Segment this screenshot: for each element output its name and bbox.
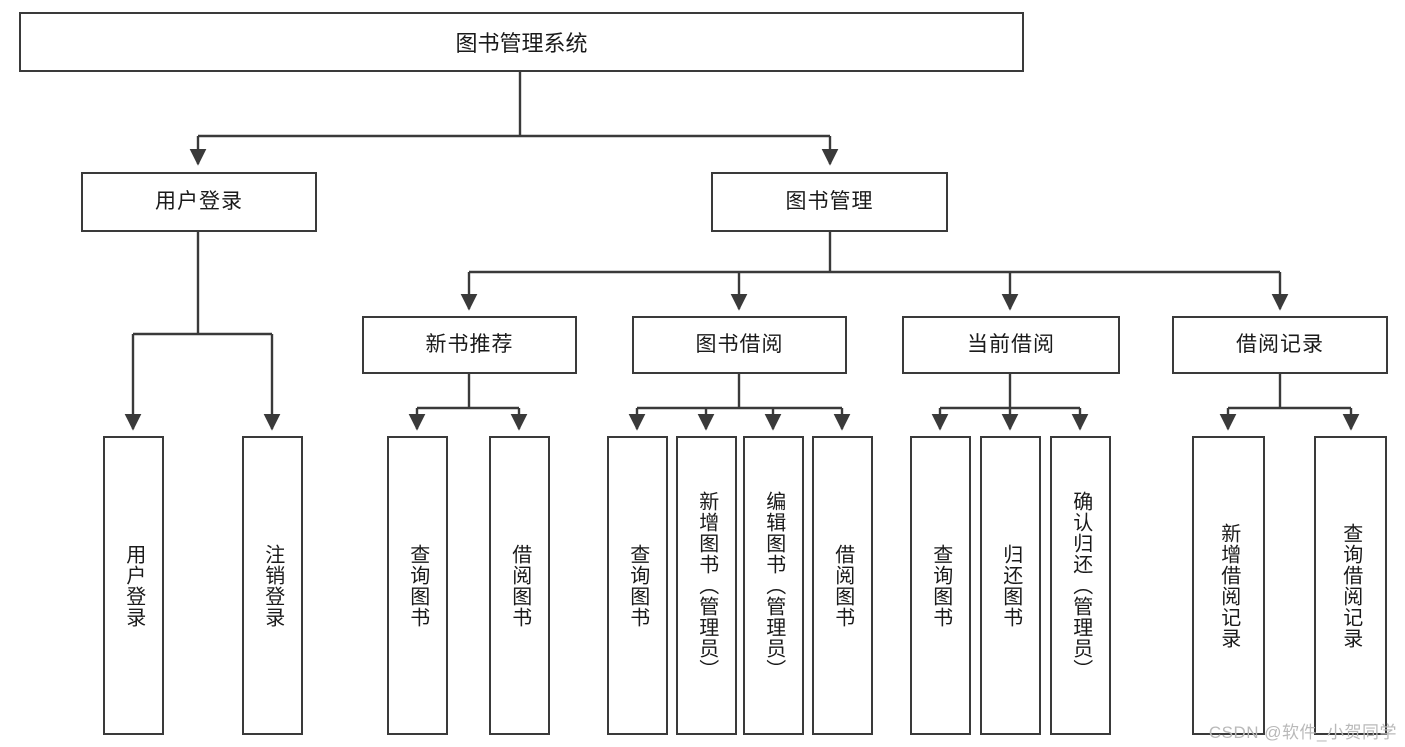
leaf-user-login[interactable]: 用户登录 — [103, 436, 164, 735]
node-borrow-records[interactable]: 借阅记录 — [1172, 316, 1388, 374]
node-label: 图书管理 — [785, 190, 874, 214]
leaf-label: 注销登录 — [261, 543, 284, 628]
leaf-borrow-book[interactable]: 借阅图书 — [812, 436, 873, 735]
leaf-label: 用户登录 — [122, 543, 145, 628]
node-user-login[interactable]: 用户登录 — [81, 172, 317, 232]
leaf-query-book-current[interactable]: 查询图书 — [910, 436, 971, 735]
leaf-label: 查询图书 — [626, 543, 649, 628]
leaf-add-book-admin[interactable]: 新增图书（管理员） — [676, 436, 737, 735]
node-label: 当前借阅 — [967, 333, 1055, 357]
leaf-label: 确认归还（管理员） — [1069, 491, 1092, 680]
leaf-label: 新增借阅记录 — [1217, 522, 1240, 649]
node-label: 用户登录 — [155, 190, 243, 214]
leaf-query-borrow-record[interactable]: 查询借阅记录 — [1314, 436, 1387, 735]
node-new-book-recommend[interactable]: 新书推荐 — [362, 316, 577, 374]
leaf-label: 新增图书（管理员） — [695, 491, 718, 680]
node-label: 新书推荐 — [425, 333, 514, 357]
leaf-label: 查询图书 — [406, 543, 429, 628]
leaf-label: 查询图书 — [929, 543, 952, 628]
leaf-label: 查询借阅记录 — [1339, 522, 1362, 649]
leaf-query-book-recommend[interactable]: 查询图书 — [387, 436, 448, 735]
leaf-label: 借阅图书 — [508, 543, 531, 628]
leaf-label: 编辑图书（管理员） — [762, 491, 785, 680]
node-root-library-system[interactable]: 图书管理系统 — [19, 12, 1024, 72]
leaf-user-logout[interactable]: 注销登录 — [242, 436, 303, 735]
node-book-management[interactable]: 图书管理 — [711, 172, 948, 232]
node-label: 图书借阅 — [695, 333, 784, 357]
leaf-query-book-borrow[interactable]: 查询图书 — [607, 436, 668, 735]
leaf-label: 借阅图书 — [831, 543, 854, 628]
node-label: 借阅记录 — [1236, 333, 1324, 357]
leaf-confirm-return-admin[interactable]: 确认归还（管理员） — [1050, 436, 1111, 735]
leaf-edit-book-admin[interactable]: 编辑图书（管理员） — [743, 436, 804, 735]
leaf-add-borrow-record[interactable]: 新增借阅记录 — [1192, 436, 1265, 735]
node-book-borrow[interactable]: 图书借阅 — [632, 316, 847, 374]
node-label: 图书管理系统 — [455, 31, 588, 56]
leaf-label: 归还图书 — [999, 543, 1022, 628]
watermark: CSDN @软件_小贺同学 — [1208, 723, 1397, 742]
node-current-borrow[interactable]: 当前借阅 — [902, 316, 1120, 374]
leaf-return-book[interactable]: 归还图书 — [980, 436, 1041, 735]
leaf-borrow-book-recommend[interactable]: 借阅图书 — [489, 436, 550, 735]
